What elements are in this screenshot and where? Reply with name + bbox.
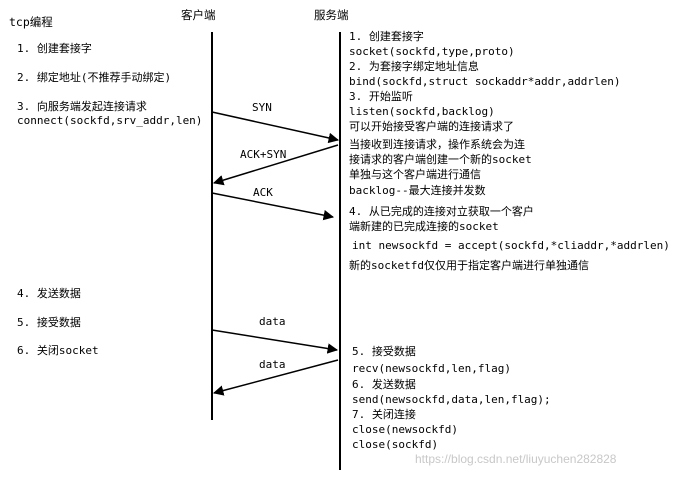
client-step-send: 4. 发送数据 — [17, 287, 81, 300]
server-note-line-2: 接请求的客户端创建一个新的socket — [349, 153, 532, 166]
server-step-listen-call: listen(sockfd,backlog) — [349, 105, 495, 118]
server-data-arrow — [212, 359, 339, 396]
server-step-recv: 5. 接受数据 — [352, 345, 416, 358]
server-step-bind: 2. 为套接字绑定地址信息 — [349, 60, 479, 73]
client-step-close: 6. 关闭socket — [17, 344, 99, 357]
server-step-send: 6. 发送数据 — [352, 378, 416, 391]
server-step-close: 7. 关闭连接 — [352, 408, 416, 421]
server-data-label: data — [259, 358, 286, 371]
client-step-bind: 2. 绑定地址(不推荐手动绑定) — [17, 71, 172, 84]
ack-arrow — [211, 192, 335, 221]
client-step-connect: 3. 向服务端发起连接请求 — [17, 100, 147, 113]
client-data-arrow — [211, 329, 339, 354]
server-header: 服务端 — [314, 8, 349, 22]
server-step-accept-2: 端新建的已完成连接的socket — [349, 220, 499, 233]
server-step-create-socket: 1. 创建套接字 — [349, 30, 424, 43]
server-close-newsockfd: close(newsockfd) — [352, 423, 458, 436]
server-note-line-1: 当接收到连接请求，操作系统会为连 — [349, 138, 525, 151]
server-recv-call: recv(newsockfd,len,flag) — [352, 362, 511, 375]
server-send-call: send(newsockfd,data,len,flag); — [352, 393, 551, 406]
server-note-line-3: 单独与这个客户端进行通信 — [349, 168, 481, 181]
syn-arrow — [211, 111, 340, 144]
client-step-create-socket: 1. 创建套接字 — [17, 42, 92, 55]
client-step-recv: 5. 接受数据 — [17, 316, 81, 329]
client-header: 客户端 — [181, 8, 216, 22]
server-newsocket-note: 新的socketfd仅仅用于指定客户端进行单独通信 — [349, 259, 589, 272]
server-close-sockfd: close(sockfd) — [352, 438, 439, 451]
server-backlog-note: backlog--最大连接并发数 — [349, 184, 486, 197]
server-step-accept-ready: 可以开始接受客户端的连接请求了 — [349, 120, 514, 133]
diagram-title: tcp编程 — [9, 15, 53, 29]
server-step-socket-call: socket(sockfd,type,proto) — [349, 45, 515, 58]
server-accept-call: int newsockfd = accept(sockfd,*cliaddr,*… — [352, 239, 670, 252]
client-step-connect-call: connect(sockfd,srv_addr,len) — [17, 114, 203, 127]
server-step-accept: 4. 从已完成的连接对立获取一个客户 — [349, 205, 534, 218]
syn-label: SYN — [252, 101, 272, 114]
watermark: https://blog.csdn.net/liuyuchen282828 — [415, 452, 617, 466]
ack-syn-label: ACK+SYN — [240, 148, 287, 161]
server-step-bind-call: bind(sockfd,struct sockaddr*addr,addrlen… — [349, 75, 621, 88]
ack-syn-arrow — [212, 144, 339, 186]
client-data-label: data — [259, 315, 286, 328]
ack-label: ACK — [253, 186, 273, 199]
server-step-listen: 3. 开始监听 — [349, 90, 413, 103]
